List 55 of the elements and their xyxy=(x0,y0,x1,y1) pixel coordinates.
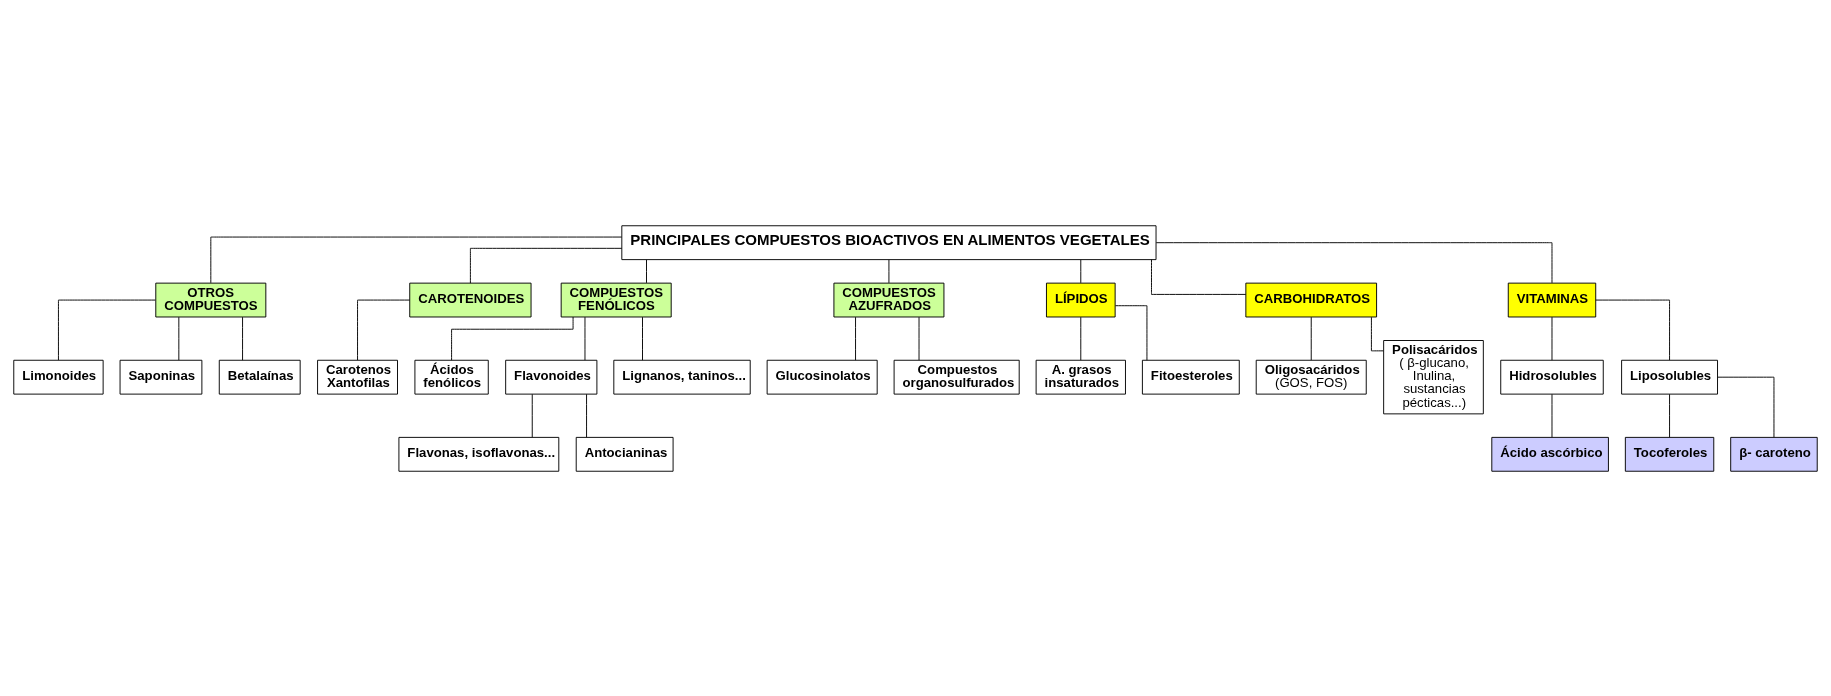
connector xyxy=(1717,376,1775,438)
node-box: LÍPIDOS xyxy=(1046,282,1116,317)
node-box: Saponinas xyxy=(119,359,203,395)
connector xyxy=(1114,304,1148,361)
node-box: COMPUESTOS FENÓLICOS xyxy=(560,282,672,317)
node-box: Liposolubles xyxy=(1621,359,1718,395)
node-box: PRINCIPALES COMPUESTOS BIOACTIVOS EN ALIMENTOS VEGETALES xyxy=(621,224,1157,260)
connector xyxy=(855,316,856,361)
connector xyxy=(451,316,574,361)
connector xyxy=(1310,316,1312,361)
node-box: Tocoferoles xyxy=(1624,436,1715,472)
connector xyxy=(642,316,643,361)
node-box: Limonoides xyxy=(13,359,104,395)
connector xyxy=(178,316,180,361)
node-box: CAROTENOIDES xyxy=(409,282,532,317)
node-box: Fitoesteroles xyxy=(1141,359,1240,395)
connector xyxy=(531,393,533,438)
node-box: Hidrosolubles xyxy=(1500,359,1604,395)
node-box: Antocianinas xyxy=(575,436,674,472)
connector xyxy=(469,247,623,284)
connector xyxy=(1080,316,1082,361)
connector xyxy=(1155,241,1553,283)
connector xyxy=(242,316,244,361)
connector xyxy=(584,316,586,361)
connector xyxy=(1669,393,1671,438)
connector xyxy=(210,236,623,283)
node-box: OTROS COMPUESTOS xyxy=(155,282,267,317)
node-box: Ácido ascórbico xyxy=(1491,436,1609,472)
node-box: A. grasos insaturados xyxy=(1035,359,1126,395)
node-box: VITAMINAS xyxy=(1507,282,1597,317)
connector xyxy=(58,299,156,361)
connector xyxy=(888,258,890,283)
connector xyxy=(646,258,647,283)
node-box: CARBOHIDRATOS xyxy=(1245,282,1378,317)
connector xyxy=(1595,299,1671,361)
node-box: Ácidos fenólicos xyxy=(414,359,489,395)
node-box: Oligosacáridos (GOS, FOS) xyxy=(1255,359,1367,395)
connector xyxy=(1370,316,1384,351)
connector xyxy=(1551,316,1553,361)
node-box: Lignanos, taninos... xyxy=(613,359,751,395)
connector xyxy=(918,316,920,361)
connector xyxy=(586,393,587,438)
node-box: Flavonas, isoflavonas... xyxy=(398,436,560,472)
node-box: Flavonoides xyxy=(505,359,598,395)
connector xyxy=(1551,393,1553,438)
node-box: Compuestos organosulfurados xyxy=(893,359,1020,395)
node-box: Glucosinolatos xyxy=(766,359,878,395)
node-box: Betalaínas xyxy=(218,359,301,395)
connector xyxy=(357,299,411,361)
node-box: β- caroteno xyxy=(1730,436,1818,472)
connector xyxy=(1080,258,1082,283)
connector xyxy=(1151,258,1247,295)
node-box: Carotenos Xantofilas xyxy=(317,359,398,395)
node-box: Polisacáridos ( β-glucano, Inulina, sustancias pécticas...) xyxy=(1383,339,1484,414)
node-box: COMPUESTOS AZUFRADOS xyxy=(833,282,945,317)
